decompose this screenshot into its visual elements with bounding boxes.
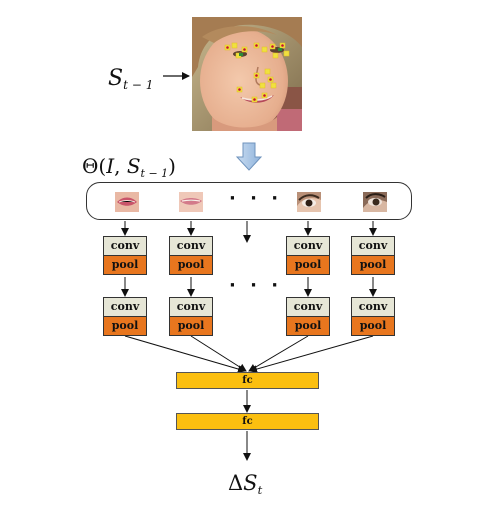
- conv-pool-block: conv pool: [169, 236, 213, 275]
- previous-shape-symbol: S: [108, 66, 124, 91]
- arrow-col3-fc: [248, 335, 309, 372]
- face-image: [192, 17, 302, 131]
- down-arrow-icon: [235, 142, 263, 171]
- conv-pool-block: conv pool: [103, 297, 147, 336]
- layer-ellipsis: · · ·: [229, 275, 283, 296]
- pool-layer: pool: [104, 256, 146, 274]
- conv-layer: conv: [352, 237, 394, 256]
- shape-increment-label: ΔSt: [228, 471, 262, 497]
- conv-pool-block: conv pool: [103, 236, 147, 275]
- arrow-col1-fc: [124, 335, 246, 373]
- arrow-col2-fc: [190, 335, 247, 372]
- conv-pool-block: conv pool: [169, 297, 213, 336]
- arrow-col4-fc: [249, 335, 374, 373]
- previous-shape-label: St − 1: [108, 66, 153, 92]
- delta-symbol: Δ: [228, 471, 244, 495]
- theta-image-symbol: I: [106, 154, 115, 178]
- delta-shape-symbol: S: [243, 471, 258, 495]
- pool-layer: pool: [104, 317, 146, 335]
- theta-shape-symbol: S: [126, 154, 141, 178]
- conv-layer: conv: [170, 237, 212, 256]
- conv-layer: conv: [104, 298, 146, 317]
- conv-pool-block: conv pool: [351, 297, 395, 336]
- pool-layer: pool: [352, 317, 394, 335]
- patch-ellipsis: · · ·: [229, 188, 283, 209]
- patch-container: [86, 182, 412, 220]
- conv-layer: conv: [287, 298, 329, 317]
- eye-patch-image: [363, 192, 387, 212]
- theta-function-label: Θ(I, St − 1): [82, 154, 176, 180]
- fc-layer-2: fc: [176, 413, 319, 430]
- fc-layer-1: fc: [176, 372, 319, 389]
- conv-layer: conv: [352, 298, 394, 317]
- pool-layer: pool: [352, 256, 394, 274]
- conv-pool-block: conv pool: [351, 236, 395, 275]
- theta-prefix: Θ(: [82, 154, 107, 178]
- pool-layer: pool: [287, 256, 329, 274]
- theta-shape-subscript: t − 1: [140, 166, 169, 180]
- pool-layer: pool: [170, 256, 212, 274]
- mouth-patch-image: [179, 192, 203, 212]
- conv-pool-block: conv pool: [286, 297, 330, 336]
- conv-layer: conv: [170, 298, 212, 317]
- conv-layer: conv: [104, 237, 146, 256]
- eye-patch-image: [297, 192, 321, 212]
- pool-layer: pool: [287, 317, 329, 335]
- previous-shape-subscript: t − 1: [123, 78, 154, 93]
- theta-suffix: ): [168, 154, 176, 178]
- conv-pool-block: conv pool: [286, 236, 330, 275]
- delta-shape-subscript: t: [257, 483, 263, 498]
- mouth-patch-image: [115, 192, 139, 212]
- conv-layer: conv: [287, 237, 329, 256]
- pool-layer: pool: [170, 317, 212, 335]
